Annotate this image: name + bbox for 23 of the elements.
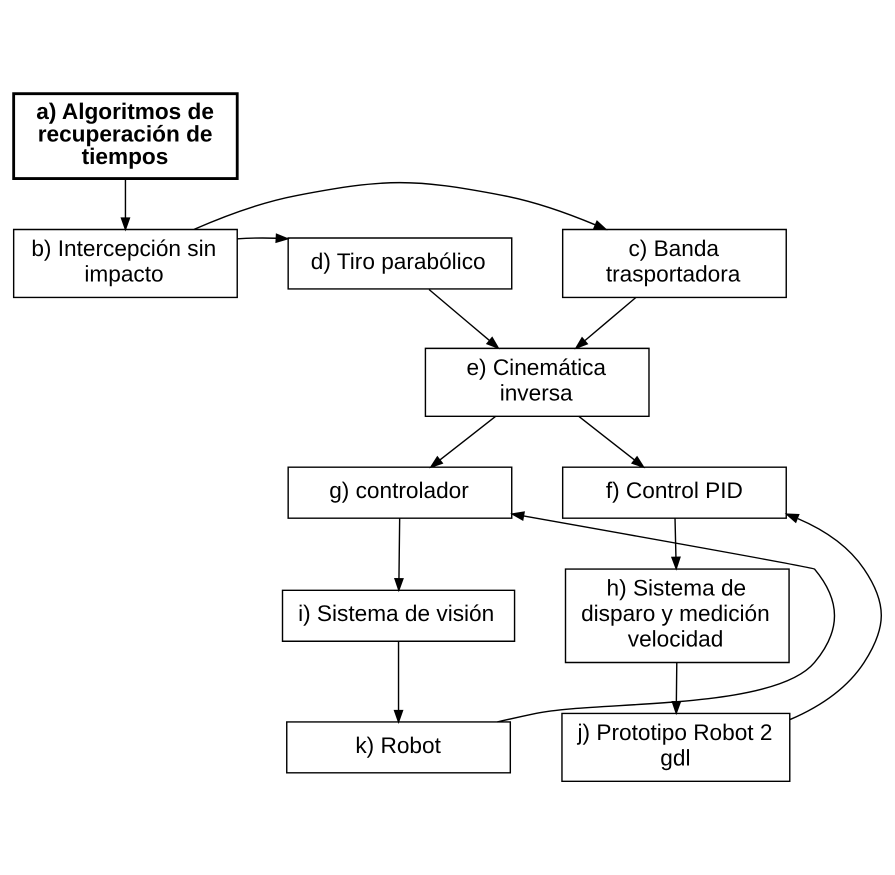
node-box: d) Tiro parabólico <box>287 237 512 290</box>
arrow <box>394 641 404 724</box>
arrow <box>394 518 404 592</box>
node-box: c) Banda trasportadora <box>562 228 787 298</box>
arrow <box>670 518 681 571</box>
arrow <box>497 511 835 723</box>
node-box: f) Control PID <box>562 466 787 519</box>
arrow <box>429 416 496 468</box>
node-box: b) Intercepción sin impacto <box>12 228 238 298</box>
node-box: g) controlador <box>287 466 512 519</box>
node-box: h) Sistema de disparo y medición velocidad <box>564 568 790 664</box>
node-box: k) Robot <box>286 721 512 774</box>
arrow <box>194 182 608 230</box>
node-box: j) Prototipo Robot 2 gdl <box>561 712 790 782</box>
node-box: a) Algoritmos de recuperación de tiempos <box>12 92 239 180</box>
arrow <box>574 296 636 350</box>
node-box: i) Sistema de visión <box>282 590 516 642</box>
node-box: e) Cinemática inversa <box>424 348 650 417</box>
arrow <box>428 288 500 350</box>
arrow <box>237 233 290 244</box>
arrow <box>578 416 646 468</box>
arrow <box>784 513 882 720</box>
arrow <box>120 178 130 232</box>
